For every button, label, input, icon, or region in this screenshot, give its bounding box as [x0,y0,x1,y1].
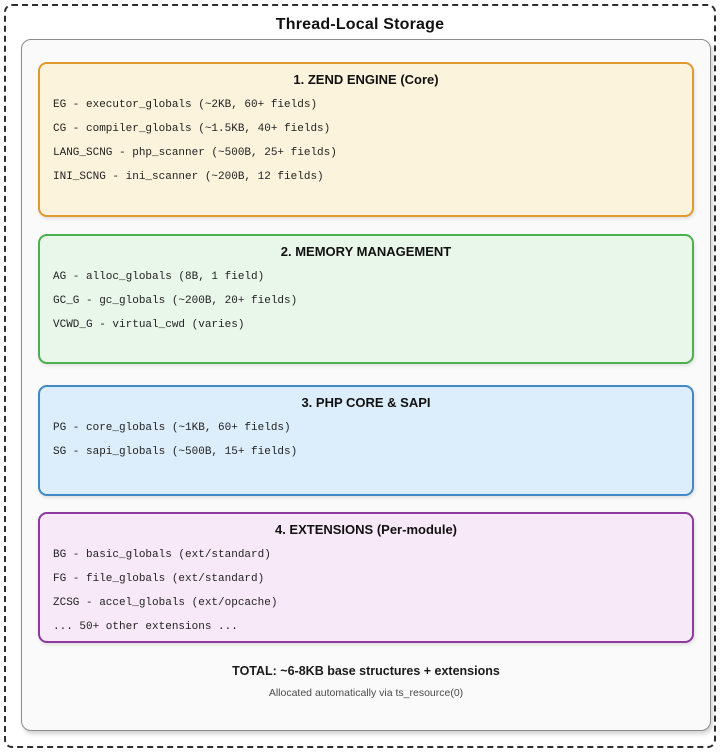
section-line: SG - sapi_globals (~500B, 15+ fields) [53,446,298,458]
section-header: 2. MEMORY MANAGEMENT [280,244,452,259]
thread-local-storage-diagram: Thread-Local Storage 1. ZEND ENGINE (Cor… [4,4,716,748]
section-line: BG - basic_globals (ext/standard) [53,549,271,561]
footer-note: Allocated automatically via ts_resource(… [268,687,464,699]
section-zend-engine: 1. ZEND ENGINE (Core) EG - executor_glob… [38,62,694,217]
section-line: EG - executor_globals (~2KB, 60+ fields) [53,99,318,111]
section-line: FG - file_globals (ext/standard) [53,573,265,585]
section-line: AG - alloc_globals (8B, 1 field) [53,271,265,283]
section-header: 4. EXTENSIONS (Per-module) [274,522,458,537]
section-line: ... 50+ other extensions ... [53,621,238,633]
section-line: ZCSG - accel_globals (ext/opcache) [53,597,278,609]
diagram-body: 1. ZEND ENGINE (Core) EG - executor_glob… [21,39,711,731]
diagram-title: Thread-Local Storage [275,16,445,33]
section-line: VCWD_G - virtual_cwd (varies) [53,319,245,331]
section-header: 3. PHP CORE & SAPI [301,395,431,410]
section-line: INI_SCNG - ini_scanner (~200B, 12 fields… [53,171,324,183]
section-extensions: 4. EXTENSIONS (Per-module) BG - basic_gl… [38,512,694,643]
section-line: LANG_SCNG - php_scanner (~500B, 25+ fiel… [53,147,337,159]
section-line: CG - compiler_globals (~1.5KB, 40+ field… [53,123,331,135]
diagram-footer: TOTAL: ~6-8KB base structures + extensio… [38,664,694,699]
section-line: PG - core_globals (~1KB, 60+ fields) [53,422,291,434]
footer-total: TOTAL: ~6-8KB base structures + extensio… [232,664,500,678]
section-memory-management: 2. MEMORY MANAGEMENT AG - alloc_globals … [38,234,694,364]
section-line: GC_G - gc_globals (~200B, 20+ fields) [53,295,298,307]
section-php-core-sapi: 3. PHP CORE & SAPI PG - core_globals (~1… [38,385,694,496]
section-header: 1. ZEND ENGINE (Core) [293,72,439,87]
